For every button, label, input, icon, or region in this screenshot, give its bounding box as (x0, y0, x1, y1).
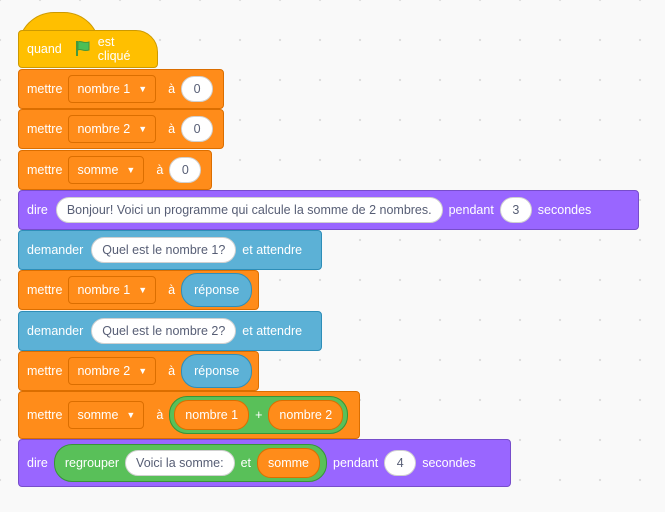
say-for-secs-block[interactable]: dire Bonjour! Voici un programme qui cal… (18, 190, 639, 230)
green-flag-icon (74, 39, 92, 60)
when-flag-clicked-block[interactable]: quand est cliqué (18, 30, 158, 68)
block-to-label: à (168, 364, 176, 378)
plus-operator-label: + (255, 408, 263, 422)
variable-dropdown[interactable]: nombre 2▼ (68, 115, 157, 143)
block-label: mettre (27, 82, 63, 96)
variable-dropdown[interactable]: nombre 1▼ (68, 276, 157, 304)
seconds-input[interactable]: 4 (384, 450, 417, 476)
block-to-label: à (156, 408, 164, 422)
block-to-label: à (168, 283, 176, 297)
join-and-label: et (240, 456, 252, 470)
set-variable-block[interactable]: mettre nombre 2▼ à réponse (18, 351, 259, 391)
chevron-down-icon: ▼ (138, 285, 148, 295)
block-to-label: à (168, 82, 176, 96)
join-label: regrouper (64, 456, 120, 470)
variable-dropdown[interactable]: somme▼ (68, 156, 145, 184)
hat-label-start: quand (27, 42, 62, 56)
set-variable-block[interactable]: mettre somme▼ à 0 (18, 150, 212, 190)
set-variable-block[interactable]: mettre somme▼ à nombre 1 + nombre 2 (18, 391, 360, 439)
question-input[interactable]: Quel est le nombre 2? (91, 318, 237, 344)
block-to-label: à (156, 163, 164, 177)
variable-reporter[interactable]: somme (257, 448, 320, 478)
block-unit-label: secondes (537, 203, 592, 217)
block-during-label: pendant (333, 456, 379, 470)
chevron-down-icon: ▼ (126, 165, 136, 175)
block-label: mettre (27, 283, 63, 297)
block-label: mettre (27, 364, 63, 378)
answer-reporter[interactable]: réponse (181, 273, 253, 307)
variable-dropdown[interactable]: somme▼ (68, 401, 145, 429)
seconds-input[interactable]: 3 (499, 197, 532, 223)
ask-and-wait-block[interactable]: demander Quel est le nombre 1? et attend… (18, 230, 322, 270)
block-label: mettre (27, 163, 63, 177)
block-to-label: à (168, 122, 176, 136)
block-unit-label: secondes (422, 456, 476, 470)
block-label: mettre (27, 122, 63, 136)
block-label: demander (27, 243, 84, 257)
value-input[interactable]: 0 (181, 76, 214, 102)
set-variable-block[interactable]: mettre nombre 2▼ à 0 (18, 109, 224, 149)
set-variable-block[interactable]: mettre nombre 1▼ à 0 (18, 69, 224, 109)
hat-label-end: est cliqué (97, 35, 131, 63)
block-label: dire (27, 456, 48, 470)
value-input[interactable]: 0 (181, 116, 214, 142)
variable-dropdown[interactable]: nombre 1▼ (68, 75, 157, 103)
question-input[interactable]: Quel est le nombre 1? (91, 237, 237, 263)
chevron-down-icon: ▼ (126, 410, 136, 420)
chevron-down-icon: ▼ (138, 124, 148, 134)
message-input[interactable]: Bonjour! Voici un programme qui calcule … (55, 197, 443, 223)
chevron-down-icon: ▼ (138, 84, 148, 94)
variable-reporter[interactable]: nombre 1 (174, 400, 250, 430)
variable-reporter[interactable]: nombre 2 (268, 400, 344, 430)
block-label: demander (27, 324, 84, 338)
block-label: dire (27, 203, 48, 217)
join-text-input[interactable]: Voici la somme: (125, 450, 235, 476)
set-variable-block[interactable]: mettre nombre 1▼ à réponse (18, 270, 259, 310)
say-for-secs-block[interactable]: dire regrouper Voici la somme: et somme … (18, 439, 511, 487)
block-label: mettre (27, 408, 63, 422)
value-input[interactable]: 0 (169, 157, 202, 183)
join-operator-block[interactable]: regrouper Voici la somme: et somme (53, 444, 327, 482)
add-operator-block[interactable]: nombre 1 + nombre 2 (169, 396, 349, 434)
answer-reporter[interactable]: réponse (181, 354, 253, 388)
block-wait-label: et attendre (242, 243, 303, 257)
block-wait-label: et attendre (242, 324, 303, 338)
variable-dropdown[interactable]: nombre 2▼ (68, 357, 157, 385)
ask-and-wait-block[interactable]: demander Quel est le nombre 2? et attend… (18, 311, 322, 351)
block-during-label: pendant (448, 203, 494, 217)
chevron-down-icon: ▼ (138, 366, 148, 376)
